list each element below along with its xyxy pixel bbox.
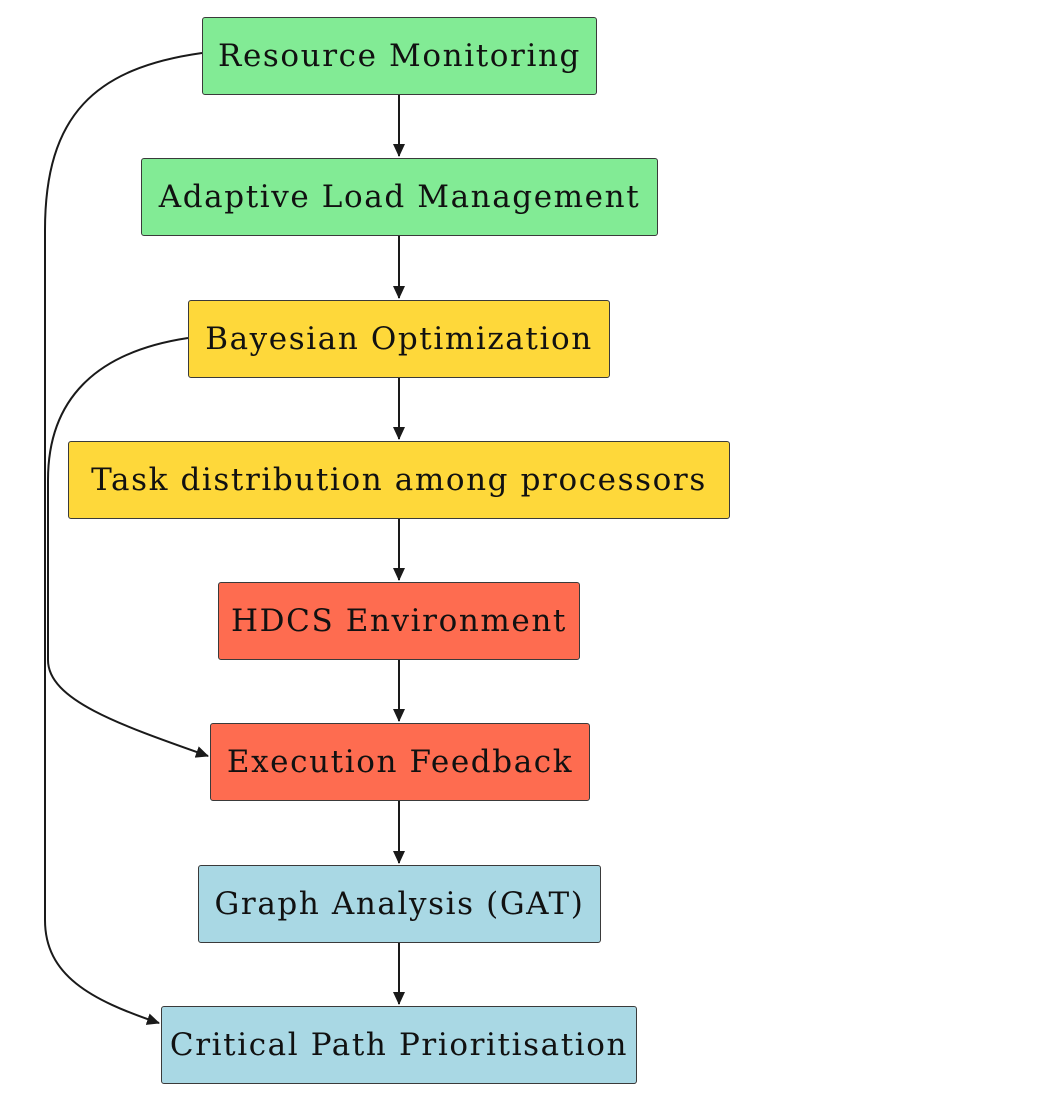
node-label: Critical Path Prioritisation [169, 1027, 629, 1063]
node-graph-analysis: Graph Analysis (GAT) [198, 865, 601, 943]
node-label: Resource Monitoring [218, 38, 581, 74]
edge-resource-monitoring-to-critical-path-prioritisation [44, 52, 203, 1025]
node-execution-feedback: Execution Feedback [210, 723, 590, 801]
node-label: Execution Feedback [226, 744, 574, 780]
node-hdcs-environment: HDCS Environment [218, 582, 580, 660]
edge-bayesian-optimization-to-execution-feedback [47, 337, 209, 758]
node-bayesian-optimization: Bayesian Optimization [188, 300, 610, 378]
node-label: Adaptive Load Management [158, 179, 641, 215]
node-label: Bayesian Optimization [205, 321, 593, 357]
node-label: Graph Analysis (GAT) [214, 886, 585, 922]
node-label: HDCS Environment [231, 603, 567, 639]
node-adaptive-load-management: Adaptive Load Management [141, 158, 658, 236]
node-label: Task distribution among processors [91, 462, 707, 498]
node-task-distribution: Task distribution among processors [68, 441, 730, 519]
node-resource-monitoring: Resource Monitoring [202, 17, 597, 95]
node-critical-path-prioritisation: Critical Path Prioritisation [161, 1006, 637, 1084]
